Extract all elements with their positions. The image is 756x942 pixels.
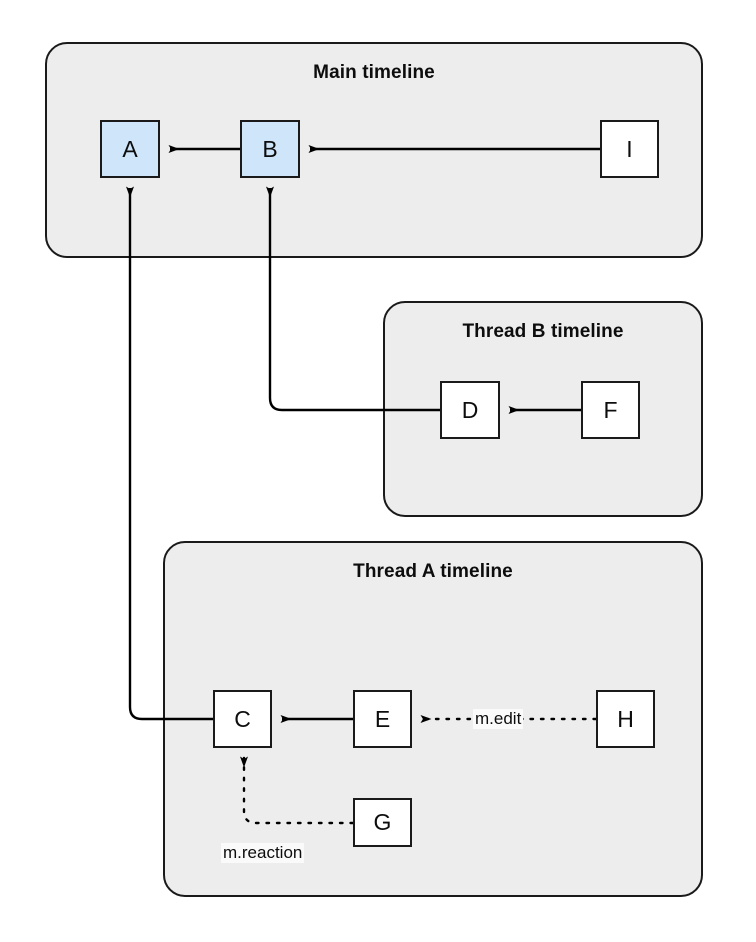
event-node-g-label: G — [373, 809, 392, 835]
event-node-e[interactable]: E — [353, 690, 412, 748]
event-node-a-label: A — [122, 135, 138, 162]
event-node-c[interactable]: C — [213, 690, 272, 748]
event-node-b-label: B — [262, 135, 278, 162]
event-node-e-label: E — [374, 705, 391, 732]
group-title-thread-b-timeline: Thread B timeline — [462, 321, 624, 342]
event-node-i-label: I — [626, 135, 633, 162]
event-node-d[interactable]: D — [440, 381, 500, 439]
event-node-a[interactable]: A — [100, 120, 160, 178]
event-node-b[interactable]: B — [240, 120, 300, 178]
group-thread-b-timeline: Thread B timeline — [383, 301, 703, 517]
group-title-thread-a-timeline: Thread A timeline — [353, 561, 513, 582]
event-node-i[interactable]: I — [600, 120, 659, 178]
event-node-d-label: D — [461, 396, 479, 423]
edge-label-m-reaction: m.reaction — [221, 843, 305, 863]
event-node-h[interactable]: H — [596, 690, 655, 748]
event-node-f-label: F — [603, 396, 618, 423]
group-title-main-timeline: Main timeline — [313, 62, 435, 83]
event-node-h-label: H — [617, 705, 634, 732]
edge-label-m-edit: m.edit — [473, 709, 524, 729]
event-node-c-label: C — [234, 705, 251, 732]
event-node-f[interactable]: F — [581, 381, 640, 439]
event-node-g[interactable]: G — [353, 798, 412, 847]
